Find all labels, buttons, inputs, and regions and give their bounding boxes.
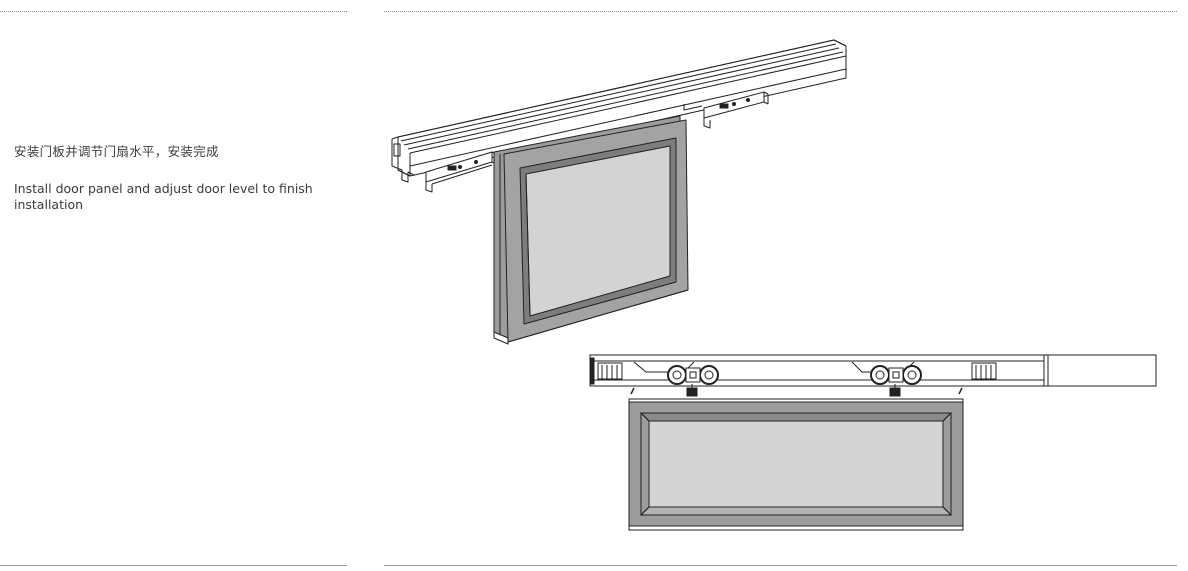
top-left-divider xyxy=(0,11,347,12)
door-panel-front xyxy=(628,398,964,531)
instruction-chinese: 安装门板并调节门扇水平，安装完成 xyxy=(14,144,219,159)
left-bracket xyxy=(425,151,497,193)
bottom-right-divider xyxy=(384,565,1177,566)
end-cap-right xyxy=(971,362,997,380)
front-view-assembly xyxy=(589,354,1157,531)
end-cap-left xyxy=(597,362,623,380)
track-rail xyxy=(391,39,847,183)
installation-illustration xyxy=(391,39,1157,531)
bottom-left-divider xyxy=(0,565,347,566)
top-right-divider xyxy=(384,11,1177,12)
right-roller-carriage xyxy=(870,365,922,397)
instruction-english: Install door panel and adjust door level… xyxy=(14,181,313,212)
right-bracket xyxy=(683,91,769,129)
door-panel-isometric xyxy=(493,115,689,345)
isometric-assembly xyxy=(391,39,847,345)
left-roller-carriage xyxy=(667,365,719,397)
